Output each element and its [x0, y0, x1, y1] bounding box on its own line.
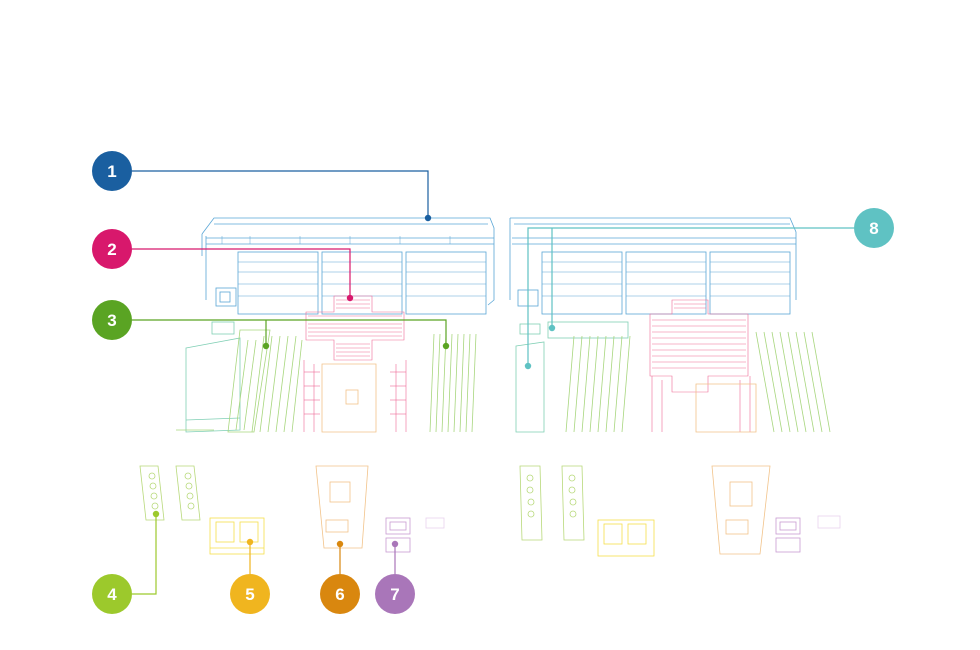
left-riser-top [321, 363, 377, 433]
leader-dot-2 [346, 294, 354, 302]
left-dimm-bank-b [429, 333, 477, 433]
callout-5-label: 5 [245, 585, 254, 604]
leader-line-3 [132, 319, 447, 346]
callout-4: 4 [92, 574, 132, 614]
callout-6-label: 6 [335, 585, 344, 604]
leader-line-8 [527, 227, 854, 366]
left-rear-io [139, 465, 445, 555]
callout-2-label: 2 [107, 240, 116, 259]
callout-badges: 1 2 3 4 5 6 7 8 [92, 151, 894, 614]
right-rear-io [519, 465, 841, 557]
callout-3: 3 [92, 300, 132, 340]
right-heatsink [649, 299, 751, 432]
callout-1-label: 1 [107, 162, 116, 181]
leader-dot-6 [336, 540, 344, 548]
callout-8: 8 [854, 208, 894, 248]
leader-line-4 [132, 514, 157, 595]
left-m2-module [176, 321, 241, 433]
left-node [139, 217, 495, 555]
leader-dot-3b [442, 342, 450, 350]
right-dimm-bank-b [755, 331, 831, 433]
leader-lines [132, 170, 854, 595]
callout-4-label: 4 [107, 585, 117, 604]
callout-7: 7 [375, 574, 415, 614]
leader-dot-3a [262, 342, 270, 350]
leader-dots [152, 214, 556, 548]
callout-7-label: 7 [390, 585, 399, 604]
callout-5: 5 [230, 574, 270, 614]
left-dimm-bank-a [227, 329, 303, 433]
right-riser-top [695, 383, 757, 433]
leader-dot-1 [424, 214, 432, 222]
right-m2-module [515, 321, 629, 433]
right-node [509, 217, 841, 557]
leader-dot-8a [524, 362, 532, 370]
right-fan-cage [509, 217, 797, 315]
callout-2: 2 [92, 229, 132, 269]
callout-6: 6 [320, 574, 360, 614]
right-dimm-bank-a [565, 335, 631, 433]
callout-8-label: 8 [869, 219, 878, 238]
callout-1: 1 [92, 151, 132, 191]
callout-3-label: 3 [107, 311, 116, 330]
leader-line-2 [132, 248, 351, 298]
leader-dot-5 [246, 538, 254, 546]
leader-dot-4 [152, 510, 160, 518]
leader-dot-8b [548, 324, 556, 332]
leader-dot-7 [391, 540, 399, 548]
leader-line-1 [132, 170, 429, 218]
